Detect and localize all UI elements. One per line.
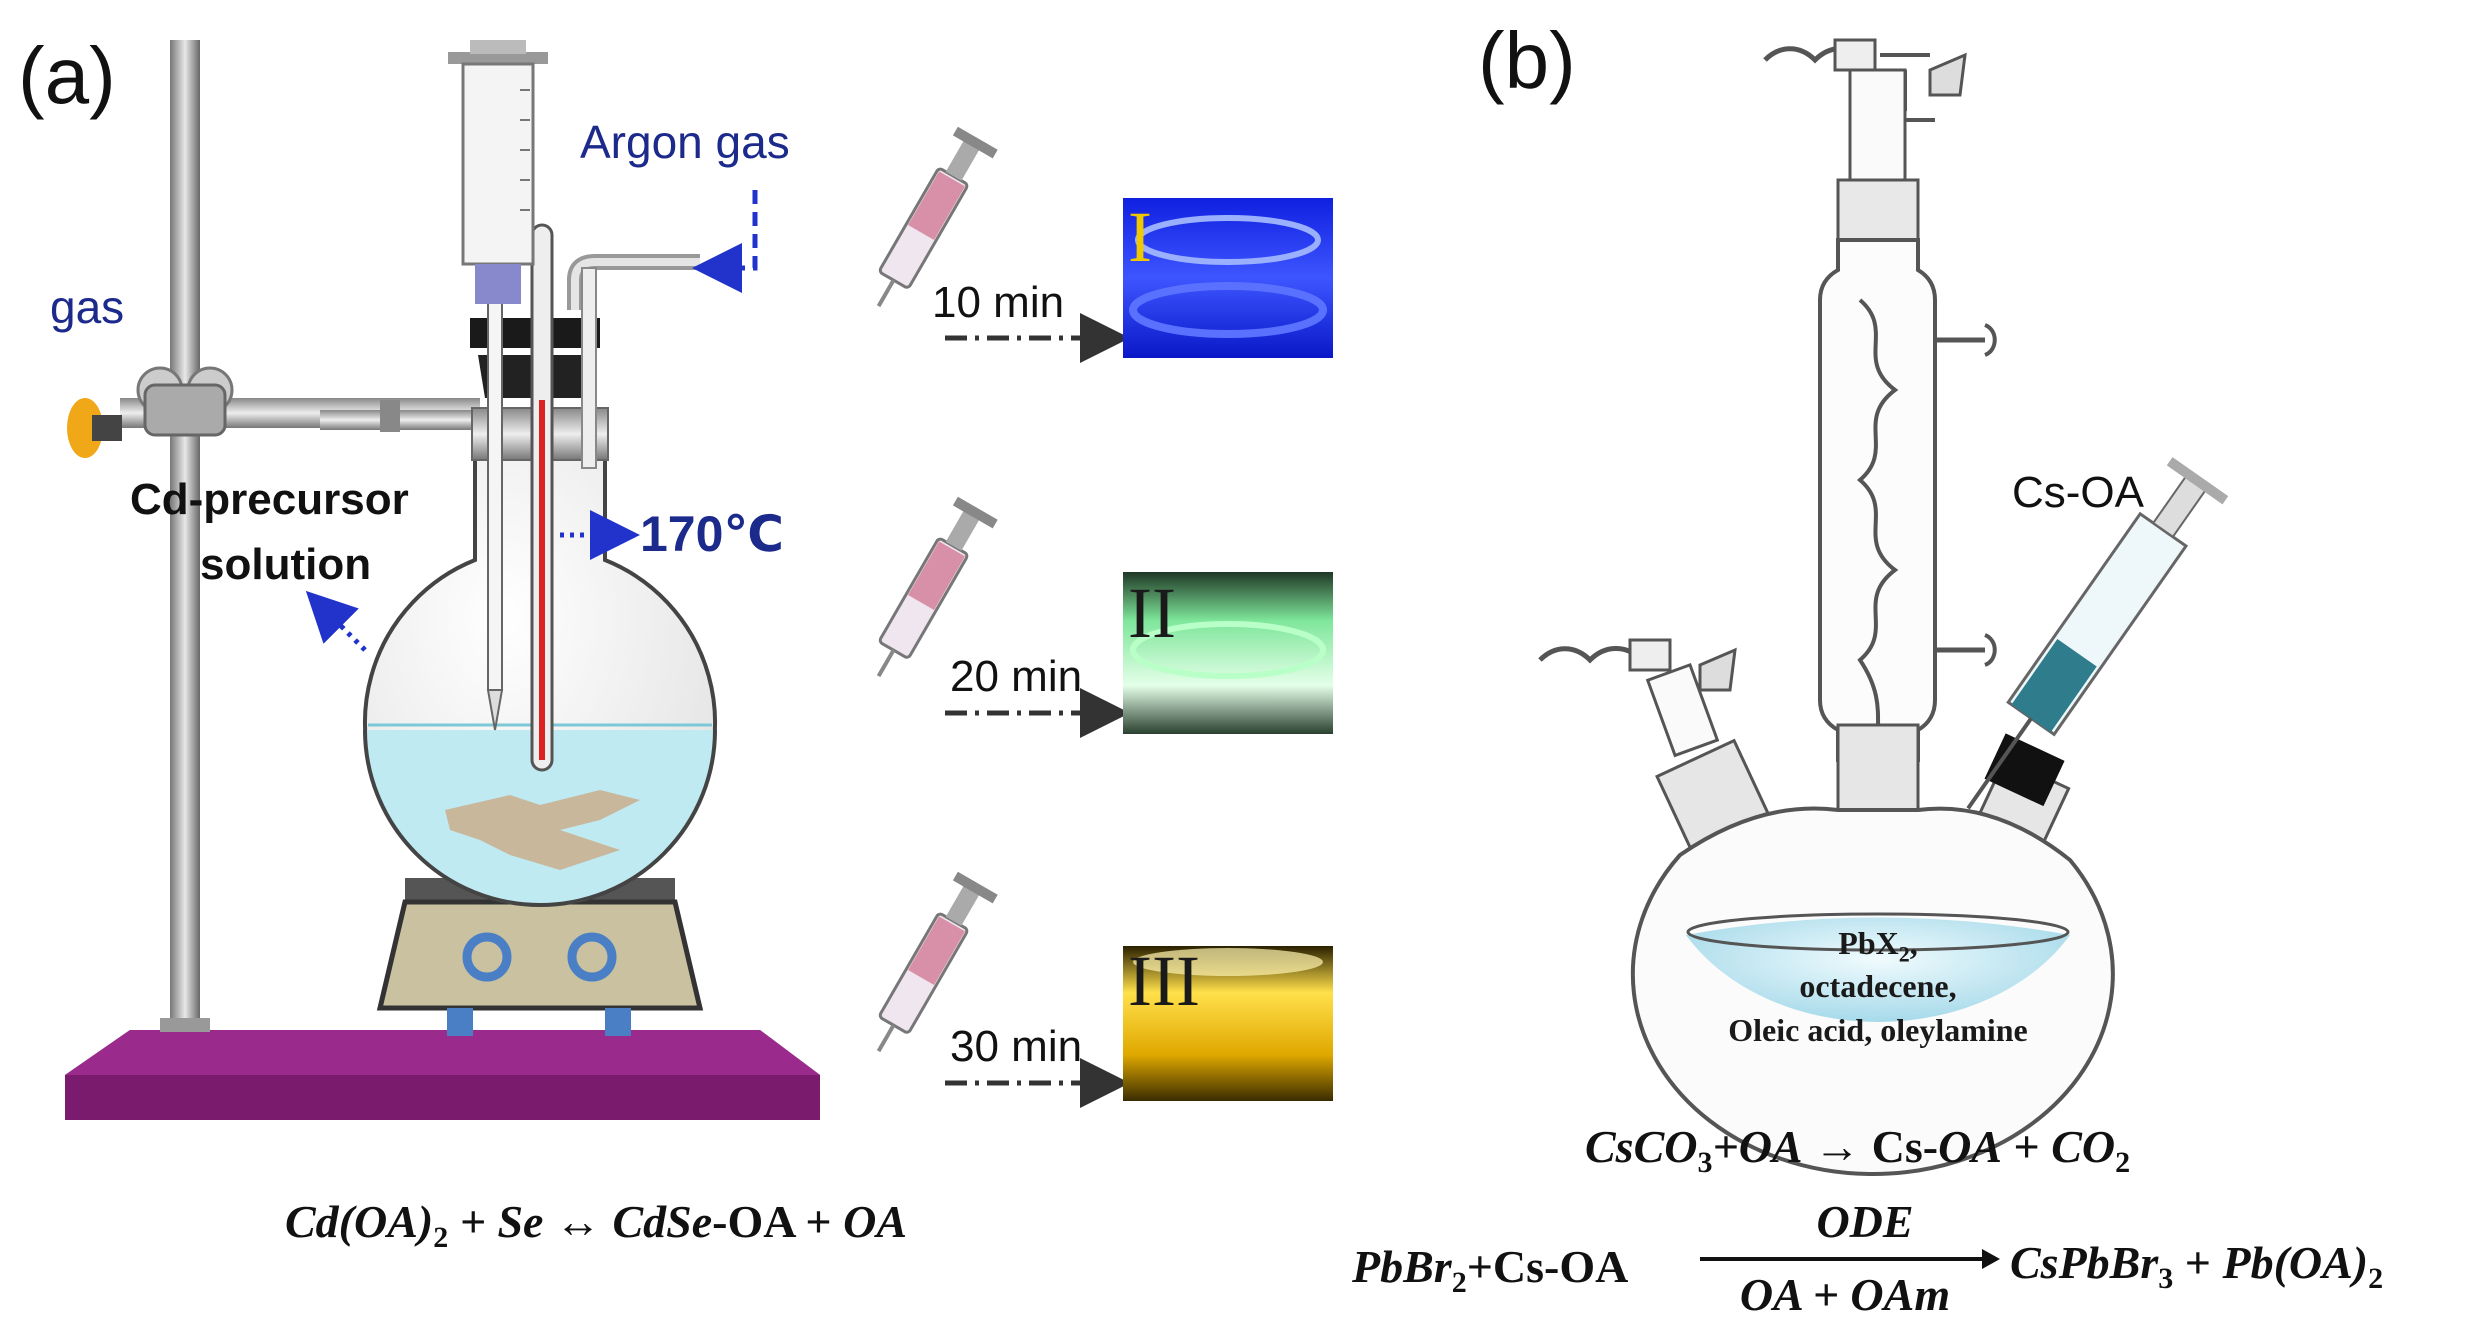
condenser-bottom-joint	[1836, 723, 1920, 812]
eq-b1-co: CO	[2051, 1121, 2116, 1172]
flask-pbx-sub: 2	[1898, 941, 1910, 967]
round-flask-b	[1630, 806, 2115, 1177]
equation-a: Cd(OA)2 + Se ↔ CdSe-OA + OA	[285, 1195, 907, 1255]
eq-b2-sub3: 3	[2158, 1262, 2174, 1295]
panel-a-label: (a)	[18, 31, 116, 120]
eq-b1-csco: CsCO	[1585, 1121, 1698, 1172]
equation-b2-arrow-line	[1700, 1257, 1990, 1261]
vial-green	[1123, 572, 1333, 734]
left-stopcock	[1538, 638, 1770, 851]
sample-time-1: 10 min	[932, 278, 1065, 327]
precursor-label-line1: Cd-precursor	[130, 475, 409, 524]
cs-oa-label: Cs-OA	[2012, 468, 2144, 517]
clamp-knob-icon[interactable]	[67, 398, 122, 458]
top-stopcock	[1763, 38, 1967, 182]
equation-b2-lhs: PbBr2+Cs-OA	[1352, 1240, 1628, 1300]
eq-a-oa-end: OA	[843, 1196, 908, 1247]
eq-b2-cspbbr: CsPbBr	[2010, 1237, 2159, 1288]
sample-time-3: 30 min	[950, 1022, 1083, 1071]
eq-b2-csoa: +Cs-OA	[1466, 1241, 1629, 1292]
eq-a-sub: 2	[433, 1221, 449, 1254]
flask-pbx-comma: ,	[1909, 925, 1918, 961]
equation-b2-under: OA + OAm	[1700, 1268, 1990, 1321]
flask-pbx: PbX	[1838, 925, 1899, 961]
equation-b2-over: ODE	[1740, 1195, 1990, 1248]
precursor-arrow	[305, 590, 367, 652]
vial-numeral-1: I	[1128, 197, 1152, 277]
equation-b2-arrowhead	[1982, 1249, 2000, 1269]
eq-b2-sub2: 2	[1451, 1266, 1467, 1299]
flask-contents-line1: PbX2,	[1688, 925, 2068, 967]
eq-b2-plus: +	[2173, 1237, 2223, 1288]
dropping-syringe	[448, 40, 548, 304]
rod-foot	[160, 1018, 210, 1032]
sample-syringe-3	[876, 871, 998, 1053]
thermometer	[530, 223, 554, 772]
pipette	[486, 249, 504, 731]
equation-b1: CsCO3+OA → Cs-OA + CO2	[1585, 1120, 2130, 1180]
sample-syringe-2	[876, 496, 998, 678]
eq-b2-sub2b: 2	[2368, 1262, 2384, 1295]
eq-a-arrow: ↔	[554, 1196, 601, 1247]
panel-b-label: (b)	[1478, 16, 1576, 105]
eq-b1-sub2: 2	[2115, 1146, 2131, 1179]
eq-b2-pboa: Pb(OA)	[2222, 1237, 2369, 1288]
eq-b1-cs: Cs-	[1871, 1121, 1939, 1172]
eq-b2-pbbr: PbBr	[1352, 1241, 1452, 1292]
vial-numeral-2: II	[1128, 573, 1176, 653]
eq-a-oa: -OA +	[712, 1196, 844, 1247]
eq-b1-oa: +OA	[1712, 1121, 1803, 1172]
gas-label: gas	[50, 281, 125, 333]
eq-b2-oa-oam: OA + OAm	[1739, 1269, 1951, 1320]
reflux-condenser	[1818, 238, 1997, 762]
eq-b1-plus: +	[2001, 1121, 2052, 1172]
argon-flow-arrow	[692, 190, 758, 293]
argon-gas-label: Argon gas	[580, 116, 790, 168]
eq-a-se: + Se	[448, 1196, 555, 1247]
eq-a-cdse: CdSe	[600, 1196, 713, 1247]
eq-b1-sub3: 3	[1697, 1146, 1713, 1179]
clamp	[120, 366, 480, 437]
eq-b2-ode: ODE	[1816, 1196, 1914, 1247]
flask-contents-line3: Oleic acid, oleylamine	[1728, 1012, 2028, 1048]
eq-a-cd-oa: Cd(OA)	[285, 1196, 434, 1247]
sample-time-2: 20 min	[950, 652, 1083, 701]
equation-b2-rhs: CsPbBr3 + Pb(OA)2	[2010, 1236, 2383, 1296]
stand-base	[65, 1030, 820, 1120]
stand-rod	[170, 40, 200, 1030]
temperature-label: 170℃	[640, 506, 784, 562]
vial-blue	[1123, 198, 1333, 358]
flask-contents-line2: octadecene,	[1799, 968, 1957, 1004]
eq-b1-oa2: OA	[1938, 1121, 2002, 1172]
precursor-label-line2: solution	[200, 540, 372, 589]
vial-numeral-3: III	[1128, 941, 1200, 1021]
eq-b1-arrow: →	[1802, 1121, 1872, 1172]
vial-yellow	[1123, 946, 1333, 1101]
condenser-top-joint	[1836, 178, 1920, 242]
sample-syringe-1	[876, 126, 998, 308]
cs-oa-syringe	[1966, 457, 2229, 810]
